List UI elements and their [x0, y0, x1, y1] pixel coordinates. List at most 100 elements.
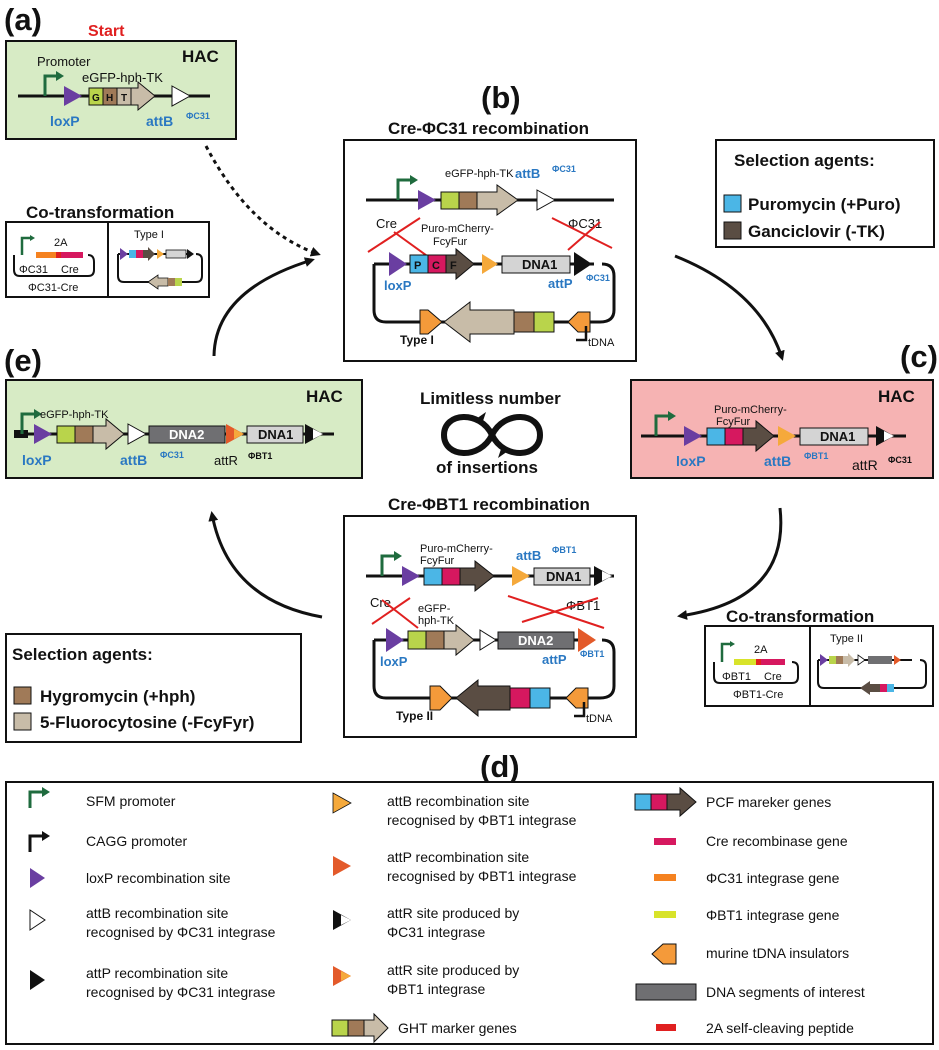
- legend-bt1-icon: [654, 911, 676, 918]
- legend-cre: Cre recombinase gene: [706, 833, 848, 849]
- puro-label-b2: FcyFur: [433, 236, 468, 248]
- attp-label-d: attP: [542, 652, 567, 667]
- legend-attb-bt1-b: recognised by ΦBT1 integrase: [387, 812, 577, 828]
- attb-sup-e: ΦC31: [160, 450, 184, 460]
- pcf-c-label: C: [432, 260, 440, 272]
- dna1-label-c: DNA1: [820, 429, 855, 444]
- start-label: Start: [88, 23, 125, 40]
- legend-attp-c31-a: attP recombination site: [86, 965, 228, 981]
- legend-attp-c31-icon: [30, 970, 45, 990]
- dna1-label-e: DNA1: [258, 427, 293, 442]
- legend-attr-c31-a: attR site produced by: [387, 905, 519, 921]
- plasmid-bt1-name: ΦBT1-Cre: [733, 689, 783, 701]
- legend-ght-icon: [331, 1012, 389, 1044]
- panel-label-e: (e): [4, 343, 42, 378]
- attr-sup-e: ΦBT1: [248, 451, 272, 461]
- limitless-center: Limitless number of insertions: [420, 389, 561, 477]
- attb-sup-b: ΦC31: [552, 164, 576, 174]
- loxp-label-a: loxP: [50, 113, 80, 129]
- selection-1-title: Selection agents:: [734, 151, 875, 170]
- legend-box: SFM promoter CAGG promoter loxP recombin…: [5, 781, 934, 1045]
- legend-attb-c31-a: attB recombination site: [86, 905, 229, 921]
- legend-tdna-icon: [651, 943, 677, 965]
- legend-dna: DNA segments of interest: [706, 984, 865, 1000]
- puro-label-c2: FcyFur: [716, 416, 751, 428]
- legend-cre-icon: [654, 838, 676, 845]
- hac-a-box: HAC Promoter G H T eGFP-hph-TK loxP attB…: [5, 40, 237, 140]
- puro-label-b1: Puro-mCherry-: [421, 223, 494, 235]
- legend-2a-icon: [656, 1024, 676, 1031]
- panel-label-a: (a): [4, 2, 42, 37]
- cre-bt1-title: Cre-ΦBT1 recombination: [388, 495, 590, 514]
- selection-2-title: Selection agents:: [12, 645, 153, 664]
- cre-label-d: Cre: [370, 595, 391, 610]
- loxp-icon: [64, 86, 82, 106]
- legend-cagg-icon: [28, 834, 42, 852]
- cre-plasmid-label-2: Cre: [764, 671, 782, 683]
- legend-sfm: SFM promoter: [86, 793, 176, 809]
- attb-label-b: attB: [515, 166, 540, 181]
- legend-dna-icon: [635, 983, 697, 1001]
- selection-1-item-0: Puromycin (+Puro): [748, 195, 901, 214]
- limitless-line-2: of insertions: [436, 458, 538, 477]
- puro-label-c1: Puro-mCherry-: [714, 404, 787, 416]
- attp-sup-b: ΦC31: [586, 273, 610, 283]
- dna1-label-b: DNA1: [522, 257, 557, 272]
- dotted-arrow-a-b: [204, 145, 321, 257]
- ght-name-a: eGFP-hph-TK: [82, 70, 163, 85]
- hac-c-box: HAC Puro-mCherry- FcyFur DNA1 loxP attB …: [630, 379, 934, 479]
- arrow-c-d: [677, 507, 783, 620]
- legend-pcf: PCF mareker genes: [706, 794, 831, 810]
- type-i-mini-label: Type I: [134, 229, 164, 241]
- two-a-label-1: 2A: [54, 237, 68, 249]
- loxp-label-e: loxP: [22, 452, 52, 468]
- attb-label-c: attB: [764, 453, 791, 469]
- hac-a-title: HAC: [182, 47, 219, 66]
- legend-attb-c31-b: recognised by ΦC31 integrase: [86, 924, 276, 940]
- legend-attb-bt1-a: attB recombination site: [387, 793, 530, 809]
- panel-b-box: eGFP-hph-TK attB ΦC31 Cre ΦC31 Puro-mChe…: [343, 139, 637, 362]
- hac-e-box: HAC eGFP-hph-TK DNA2 DNA1 loxP attB ΦC31…: [5, 379, 363, 479]
- limitless-line-1: Limitless number: [420, 389, 561, 408]
- arrow-d-e: [208, 511, 323, 619]
- ght-g-label: G: [92, 93, 100, 104]
- legend-attp-bt1-b: recognised by ΦBT1 integrase: [387, 868, 577, 884]
- ght-label-d1: eGFP-: [418, 603, 451, 615]
- puro-label-d2: FcyFur: [420, 555, 455, 567]
- cre-label-b: Cre: [376, 216, 397, 231]
- pcf-f-label: F: [450, 260, 457, 272]
- legend-ght: GHT marker genes: [398, 1020, 517, 1036]
- arrow-b-c: [674, 254, 785, 361]
- hac-c-title: HAC: [878, 387, 915, 406]
- ght-t-label: T: [121, 93, 127, 104]
- loxp-label-b: loxP: [384, 278, 412, 293]
- legend-attp-bt1-a: attP recombination site: [387, 849, 529, 865]
- attb-label-e: attB: [120, 452, 147, 468]
- selection-2-item-0: Hygromycin (+hph): [40, 687, 195, 706]
- attr-sup-c: ΦC31: [888, 455, 912, 465]
- tdna-label-b: tDNA: [588, 337, 615, 349]
- legend-attr-bt1-b: ΦBT1 integrase: [387, 981, 486, 997]
- legend-cagg: CAGG promoter: [86, 833, 187, 849]
- c31-plasmid-label: ΦC31: [19, 264, 48, 276]
- attr-label-c: attR: [852, 457, 878, 473]
- legend-2a: 2A self-cleaving peptide: [706, 1020, 854, 1036]
- legend-attp-c31-b: recognised by ΦC31 integrase: [86, 984, 276, 1000]
- tdna-label-d: tDNA: [586, 713, 613, 725]
- cotrans-2-title: Co-transformation: [726, 607, 874, 626]
- selection-agents-1: Selection agents: Puromycin (+Puro) Ganc…: [715, 139, 935, 248]
- dna2-label-d: DNA2: [518, 633, 553, 648]
- hac-e-title: HAC: [306, 387, 343, 406]
- sfm-promoter-icon: [43, 74, 56, 96]
- cotrans-1-title: Co-transformation: [26, 203, 174, 222]
- attb-label-a: attB: [146, 113, 173, 129]
- attb-c31-icon: [171, 85, 192, 107]
- loxp-label-c: loxP: [676, 453, 706, 469]
- panel-label-d: (d): [480, 749, 520, 784]
- legend-loxp: loxP recombination site: [86, 870, 231, 886]
- attp-sup-d: ΦBT1: [580, 649, 604, 659]
- legend-c31-icon: [654, 874, 676, 881]
- dna1-label-d: DNA1: [546, 569, 581, 584]
- infinity-icon: [440, 414, 544, 456]
- ght-name-b: eGFP-hph-TK: [445, 168, 514, 180]
